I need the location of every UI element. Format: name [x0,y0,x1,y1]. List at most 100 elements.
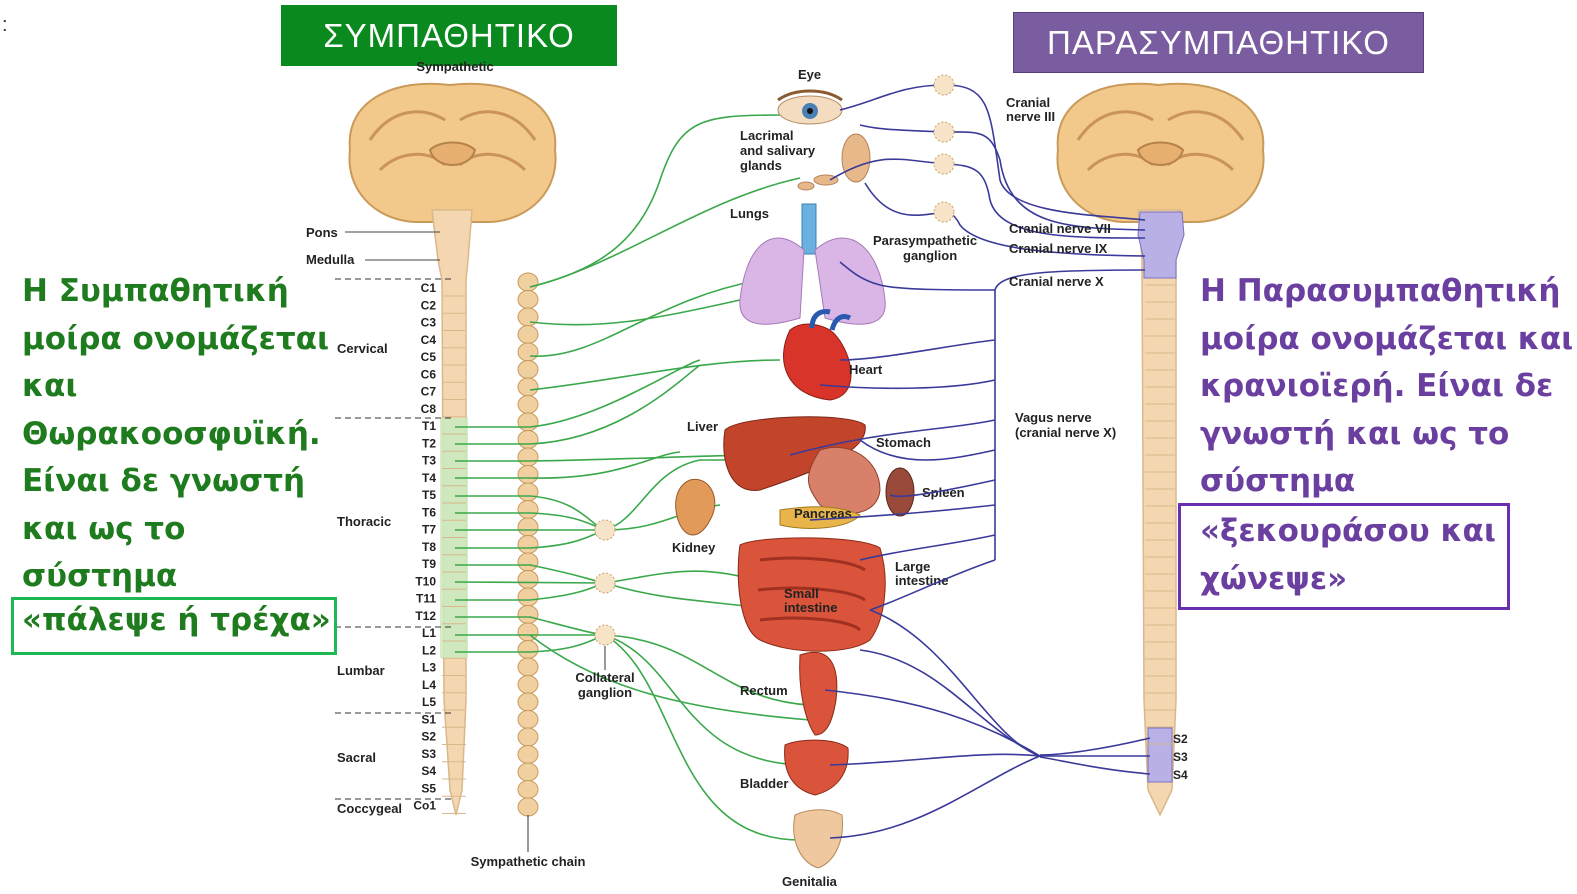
segment-label: C4 [421,333,437,347]
spleen-organ [886,468,914,516]
fight-or-flight-text: «πάλεψε ή τρέχα» [22,602,331,638]
right-brain [1057,84,1263,222]
segment-label: T9 [422,557,436,571]
label-heart: Heart [849,362,883,377]
chain-ganglion [518,553,538,571]
segment-label: C7 [421,385,437,399]
sympathetic-chain-label: Sympathetic chain [471,854,586,869]
label-right-s4: S4 [1173,768,1188,782]
region-thoracic: Thoracic [337,514,391,529]
chain-ganglion [518,431,538,449]
segment-label: L5 [422,695,436,709]
label-small-intestine-2: intestine [784,600,837,615]
right-line: Η Παρασυμπαθητική [1200,268,1570,316]
segment-label: S4 [421,764,436,778]
chain-ganglion [518,588,538,606]
bladder-organ [785,740,849,795]
chain-ganglion [518,693,538,711]
chain-ganglion [518,763,538,781]
segment-label: T2 [422,436,436,450]
left-brain [349,84,555,222]
segment-label: T1 [422,419,436,433]
segment-label: C6 [421,367,437,381]
segment-label: T10 [415,574,436,588]
chain-ganglion [518,518,538,536]
segment-label: C2 [421,298,437,312]
label-liver: Liver [687,419,718,434]
left-line: σύστημα [22,553,332,601]
region-coccygeal: Coccygeal [337,801,402,816]
segment-label: S5 [421,781,436,795]
parasympathetic-description: Η Παρασυμπαθητική μοίρα ονομάζεται και κ… [1200,268,1570,506]
rest-digest-line-1: «ξεκουράσου και [1200,508,1496,556]
segment-label: T3 [422,454,436,468]
label-large-intestine-1: Large [895,559,930,574]
segment-label: T6 [422,505,436,519]
segment-label: Co1 [413,799,436,813]
segment-label: T7 [422,523,436,537]
rest-and-digest-text: «ξεκουράσου και χώνεψε» [1200,508,1496,603]
kidney-organ [676,479,715,535]
chain-ganglion [518,326,538,344]
left-line: μοίρα ονομάζεται [22,316,332,364]
left-line: και ως το [22,506,332,554]
sympathetic-nerves [455,115,860,840]
lungs-organ [740,204,885,324]
pons-label: Pons [306,225,338,240]
label-kidney: Kidney [672,540,716,555]
genitalia-organ [794,810,843,868]
chain-ganglion [518,711,538,729]
region-lumbar: Lumbar [337,663,385,678]
segment-label: T11 [416,592,436,606]
segment-label: L2 [422,643,436,657]
collateral-ganglion-label-1: Collateral [575,670,634,685]
chain-ganglion [518,658,538,676]
eye-organ [778,91,842,124]
segment-label: C5 [421,350,437,364]
chain-ganglion [518,396,538,414]
segment-label: T8 [422,540,436,554]
label-small-intestine-1: Small [784,586,819,601]
region-cervical: Cervical [337,341,388,356]
label-lacrimal-3: glands [740,158,782,173]
segment-label: T12 [415,609,436,623]
sympathetic-chain [518,273,538,816]
segment-label: S1 [421,712,436,726]
stomach-organ [808,447,880,513]
chain-ganglion [518,571,538,589]
label-cn7: Cranial nerve VII [1009,221,1111,236]
chain-ganglion [518,798,538,816]
label-cn9: Cranial nerve IX [1009,241,1108,256]
label-cn10: Cranial nerve X [1009,274,1104,289]
chain-ganglion [518,483,538,501]
right-line: σύστημα [1200,458,1570,506]
label-cn3-2: nerve III [1006,109,1055,124]
chain-ganglion [518,676,538,694]
right-line: κρανιοϊερή. Είναι δε [1200,363,1570,411]
parasympathetic-ganglia [934,75,954,222]
segment-label: C8 [421,402,437,416]
label-rectum: Rectum [740,683,788,698]
chain-ganglion [518,291,538,309]
chain-ganglion [518,378,538,396]
collateral-ganglion-label-2: ganglion [578,685,632,700]
chain-ganglion [518,536,538,554]
segment-label: L3 [422,661,436,675]
label-eye: Eye [798,67,821,82]
medulla-label: Medulla [306,252,355,267]
label-genitalia: Genitalia [782,874,838,889]
label-vagus-2: (cranial nerve X) [1015,425,1116,440]
label-para-ganglion-1: Parasympathetic [873,233,977,248]
label-lungs: Lungs [730,206,769,221]
label-right-s2: S2 [1173,732,1188,746]
ganglia-dots [595,520,615,645]
chain-ganglion [518,746,538,764]
segment-label: T4 [422,471,436,485]
chain-ganglion [518,781,538,799]
chain-ganglion [518,606,538,624]
label-cn3-1: Cranial [1006,95,1050,110]
chain-ganglion [518,501,538,519]
label-stomach: Stomach [876,435,931,450]
sympathetic-subtitle: Sympathetic [416,59,493,74]
label-lacrimal-1: Lacrimal [740,128,793,143]
